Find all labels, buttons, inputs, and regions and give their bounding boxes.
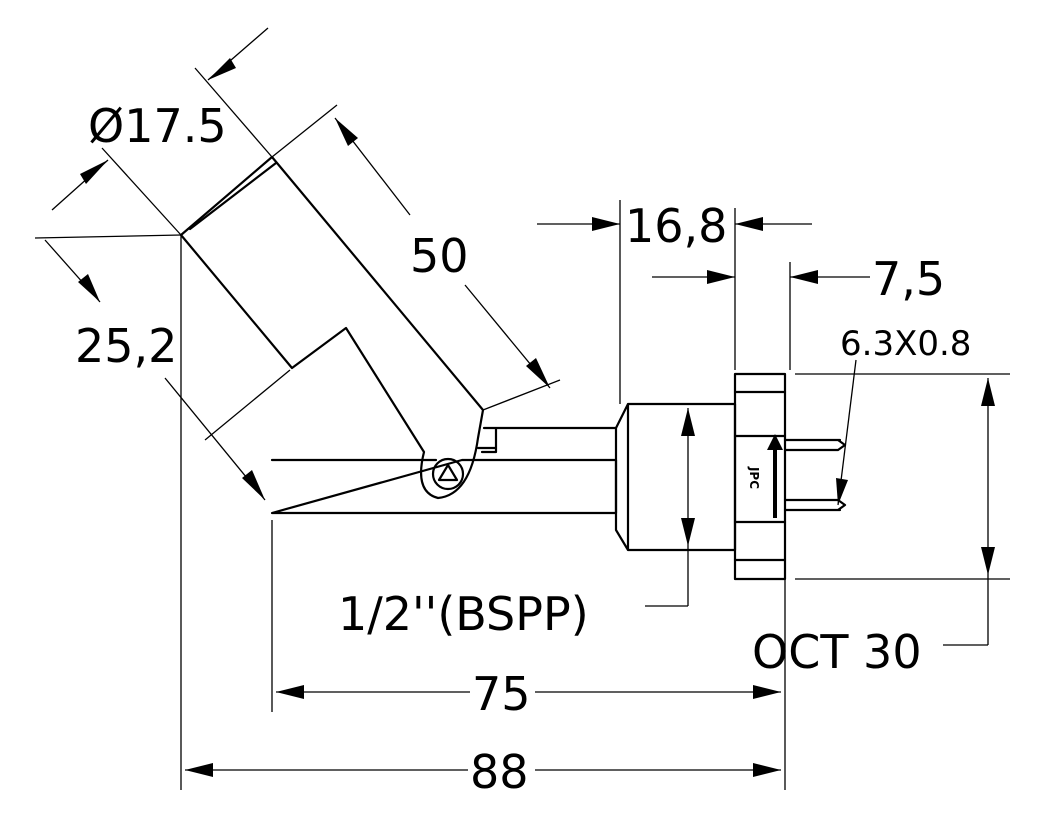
arrow-mark-icon [767,434,783,518]
hex-thickness-label: 7,5 [872,252,945,306]
terminal-pins [783,438,847,512]
float-length-label: 50 [410,229,469,283]
thread-section [614,402,737,552]
dimension-lines [44,27,995,777]
extension-lines [34,67,1010,790]
float-offset-label: 25,2 [75,319,177,373]
stem-bar [270,458,618,515]
body-length-label: 75 [472,667,531,721]
dimension-labels: Ø17.5 50 25,2 16,8 7,5 6.3X0.8 1/2''(BSP… [75,99,971,799]
terminal-label: 6.3X0.8 [840,324,971,364]
brand-marking: JPC [747,466,761,489]
pivot-triangle [437,463,459,482]
float-top-edge [188,161,278,231]
thread-label: 1/2''(BSPP) [338,587,589,641]
thread-length-label: 16,8 [625,199,727,253]
overall-length-label: 88 [470,745,529,799]
stem-stop [476,426,618,454]
pivot-hole [431,457,465,491]
diameter-label: Ø17.5 [88,99,227,153]
hex-flange [733,372,787,581]
float-body [179,155,485,500]
float-switch-part: JPC [179,155,847,581]
hex-size-label: OCT 30 [752,625,922,679]
